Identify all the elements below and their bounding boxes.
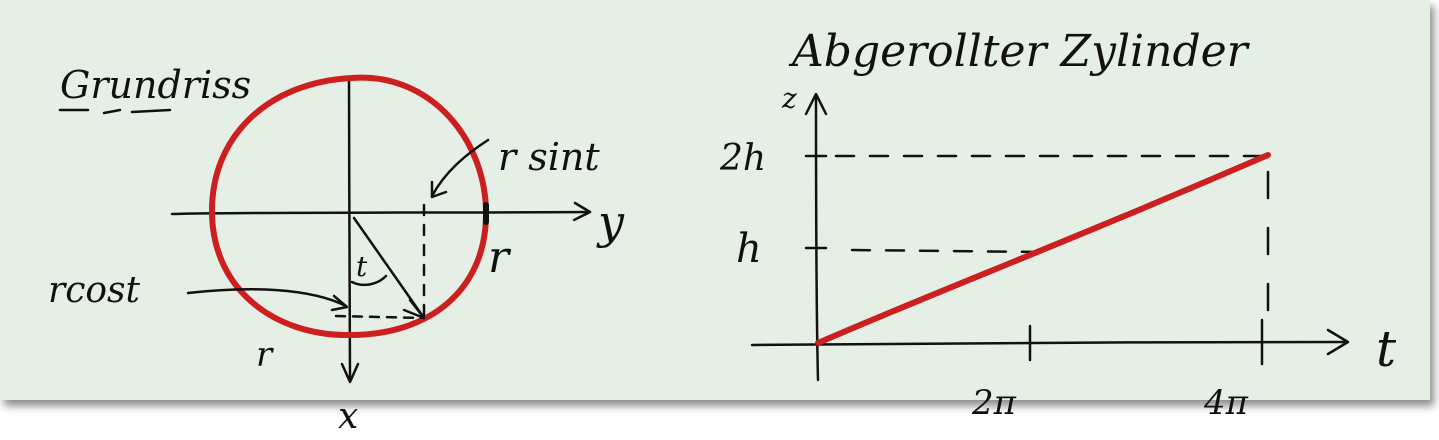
grundriss-underline (58, 108, 172, 115)
unrolled-cylinder-diagram: Abgerollter Zylinder z t 2h h 2π 4π (719, 26, 1397, 423)
rcost-pointer (186, 288, 348, 308)
tick-4pi-label: 4π (1203, 383, 1249, 423)
tick-h-label: h (736, 226, 762, 272)
rcost-label: rcost (48, 270, 141, 311)
red-circle (208, 74, 490, 339)
y-axis-arrow (572, 201, 592, 222)
x-axis-line (347, 76, 352, 382)
projection-horizontal-dashed (334, 314, 424, 320)
unrolled-title: Abgerollter Zylinder (788, 26, 1251, 77)
angle-label: t (356, 250, 368, 283)
tick-2pi-label: 2π (971, 383, 1017, 423)
grundriss-diagram: Grundriss t r sint rcost r r y (48, 63, 625, 437)
y-axis-label: y (596, 195, 625, 249)
rsint-label: r sint (498, 135, 600, 179)
tick-2h-label: 2h (719, 138, 766, 179)
t-axis-line (750, 340, 1348, 347)
grundriss-title: Grundriss (60, 63, 251, 107)
t-axis-arrow (1326, 328, 1350, 356)
z-axis-arrow (804, 92, 828, 116)
t-axis-label: t (1376, 320, 1397, 378)
sketch-board (0, 0, 1430, 400)
r-bottom-label: r (256, 335, 274, 375)
rcost-pointer-head (330, 294, 349, 312)
rsint-pointer (430, 138, 490, 198)
z-axis-label: z (781, 82, 797, 115)
r-right-label: r (488, 232, 512, 283)
guide-h-dashed (850, 248, 1042, 254)
red-helix-line (815, 152, 1271, 346)
angle-arc (350, 274, 388, 287)
radius-arrow (402, 298, 426, 320)
rsint-pointer-head (430, 180, 448, 199)
z-axis-line (814, 94, 820, 382)
y-axis-line (170, 210, 592, 216)
x-axis-label: x (338, 396, 358, 437)
x-axis-arrow (340, 362, 360, 384)
